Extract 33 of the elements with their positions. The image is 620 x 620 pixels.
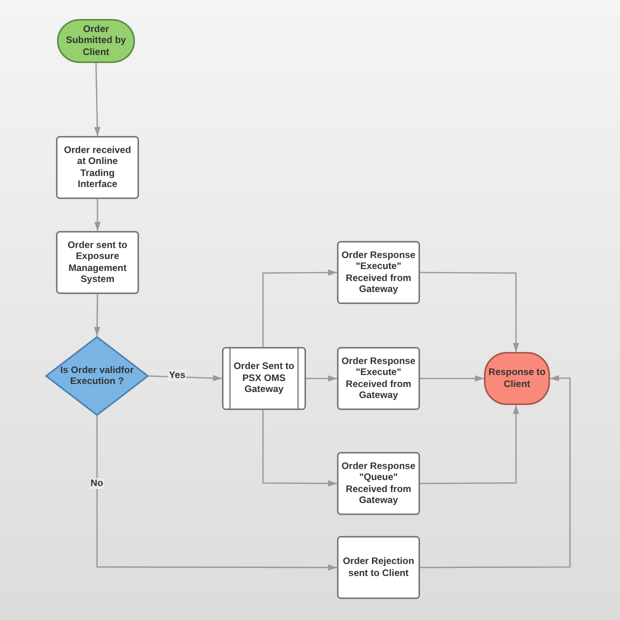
node-label: Is Order validfor Execution ? <box>59 364 135 388</box>
process-box <box>56 231 139 294</box>
node-label: Order Response "Execute" Received from Gateway <box>341 250 416 296</box>
process-box <box>337 347 420 410</box>
edge-label: Yes <box>168 370 186 381</box>
subprocess-box <box>222 347 306 410</box>
process-box <box>337 452 420 515</box>
arrow <box>262 269 337 347</box>
arrow <box>94 199 101 231</box>
node-label: Order Response "Execute" Received from Gateway <box>341 356 416 402</box>
node-label: Order Submitted by Client <box>64 24 128 58</box>
decision-diamond <box>45 336 149 416</box>
arrow <box>420 405 520 484</box>
start-terminator <box>57 19 135 63</box>
node-label: Order Sent to PSX OMS Gateway <box>232 361 296 396</box>
process-box <box>337 536 420 599</box>
node-label: Response to Client <box>488 367 546 390</box>
end-terminator <box>484 352 550 405</box>
arrow <box>96 416 337 571</box>
node-label: Order Response "Queue" Received from Gateway <box>341 460 416 506</box>
arrow <box>420 272 520 352</box>
node-label: Order sent to Exposure Management System <box>66 240 128 286</box>
process-box <box>337 241 420 304</box>
arrow <box>262 410 337 487</box>
arrow <box>94 62 100 136</box>
arrow <box>420 375 571 568</box>
process-box <box>56 136 139 199</box>
node-label: Order received at Online Trading Interface <box>62 144 132 190</box>
arrow <box>94 294 100 336</box>
node-label: Order Rejection sent to Client <box>342 556 416 579</box>
edge-label: No <box>90 478 104 489</box>
arrow <box>306 375 337 382</box>
arrow <box>420 375 484 382</box>
